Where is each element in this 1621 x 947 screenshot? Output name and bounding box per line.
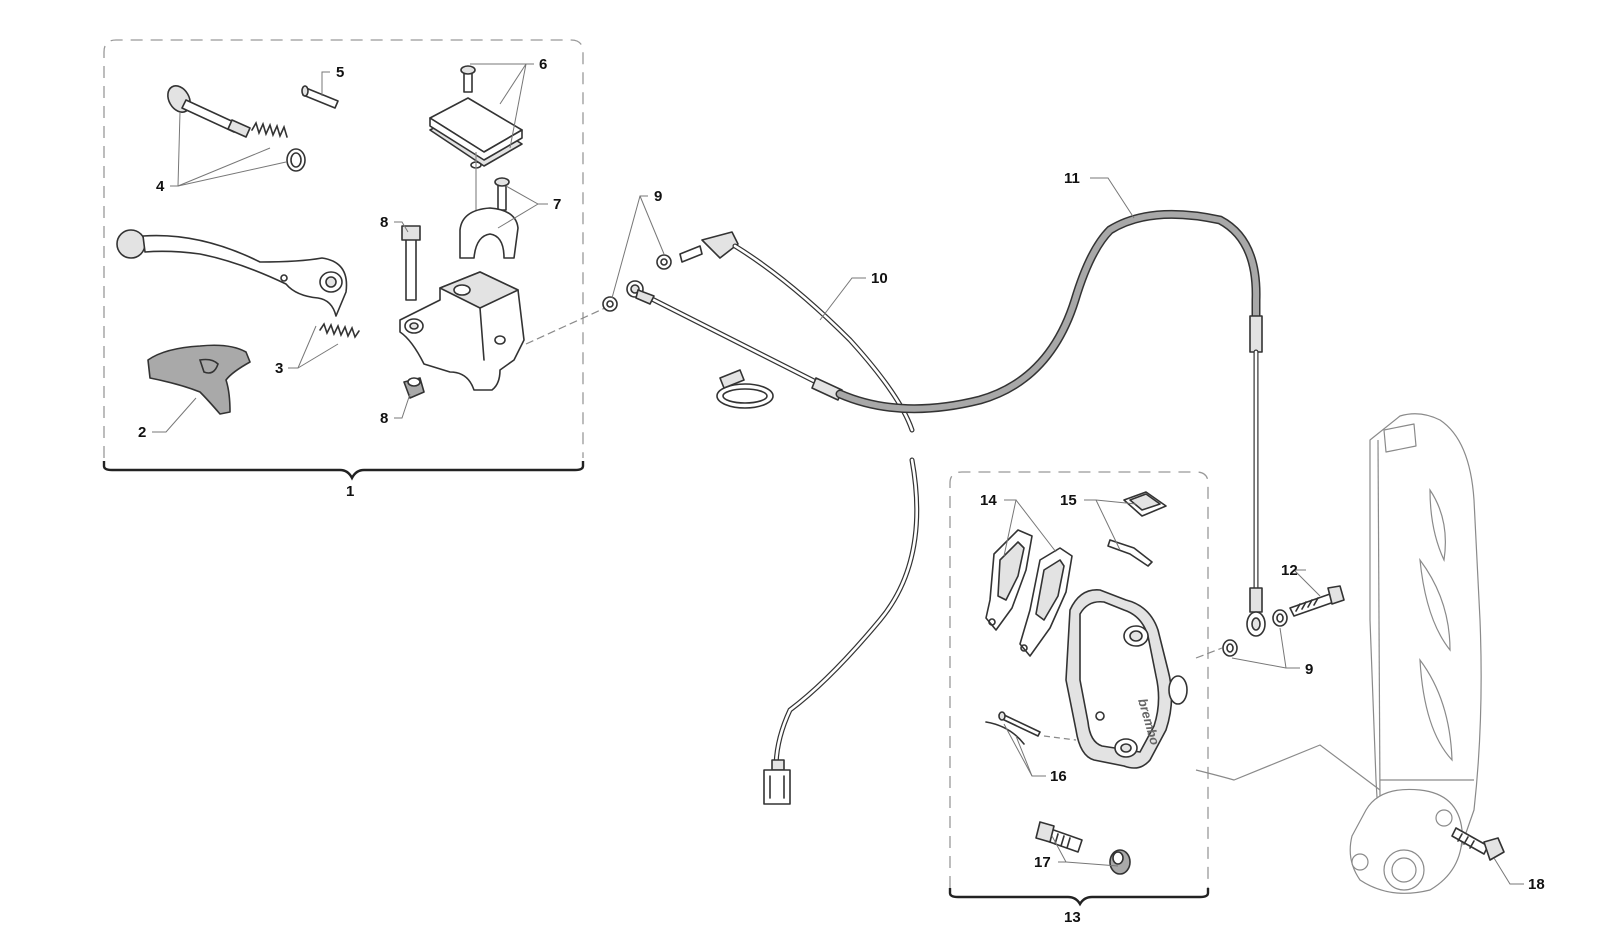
part-2-lever-cover xyxy=(147,344,251,415)
callout-18: 18 xyxy=(1528,876,1545,893)
part-8-bolt-nut xyxy=(401,225,425,399)
callout-17: 17 xyxy=(1034,854,1051,871)
part-16-pad-pin xyxy=(985,711,1077,745)
callout-6: 6 xyxy=(539,56,547,73)
part-9-washers-bottom xyxy=(1195,609,1288,659)
group-1-frame xyxy=(102,39,585,481)
callout-15: 15 xyxy=(1060,492,1077,509)
callout-8-top: 8 xyxy=(380,214,388,231)
callout-16: 16 xyxy=(1050,768,1067,785)
callout-1: 1 xyxy=(346,483,354,500)
front-fork-leg xyxy=(1195,413,1482,894)
cable-tie xyxy=(716,369,774,409)
callout-8-bottom: 8 xyxy=(380,410,388,427)
part-15-pad-spring xyxy=(1107,491,1167,567)
callout-10: 10 xyxy=(871,270,888,287)
callout-2: 2 xyxy=(138,424,146,441)
part-7-handlebar-clamp xyxy=(459,177,519,259)
callout-7: 7 xyxy=(553,196,561,213)
part-4-pivot-pin-spring-clip xyxy=(167,85,306,172)
brake-caliper: brembo xyxy=(1065,589,1188,769)
callout-11: 11 xyxy=(1064,170,1080,187)
callout-9-top: 9 xyxy=(654,188,662,205)
callout-3: 3 xyxy=(275,360,283,377)
callout-9-bottom: 9 xyxy=(1305,661,1313,678)
callout-4: 4 xyxy=(156,178,165,195)
part-3-spring xyxy=(319,322,360,339)
callout-5: 5 xyxy=(336,64,344,81)
brake-lever xyxy=(116,229,348,317)
callout-12: 12 xyxy=(1281,562,1298,579)
part-14-brake-pads xyxy=(985,529,1073,657)
part-5-pin xyxy=(301,85,339,109)
part-11-brake-hose xyxy=(635,209,1266,637)
callout-14: 14 xyxy=(980,492,997,509)
leader-lines xyxy=(152,63,1524,885)
part-12-banjo-bolt xyxy=(1289,585,1345,617)
part-10-switch-cable xyxy=(679,231,920,805)
part-18-mounting-bolt xyxy=(1451,827,1505,861)
group-13-frame xyxy=(948,471,1210,907)
master-cylinder-body xyxy=(399,271,606,391)
callout-13: 13 xyxy=(1064,909,1081,926)
callout-labels: 1 2 3 4 5 6 7 8 8 9 9 10 11 12 13 14 15 … xyxy=(138,56,1545,926)
part-6-reservoir-cap xyxy=(429,65,523,230)
part-17-bleeder-screw xyxy=(1035,821,1131,875)
